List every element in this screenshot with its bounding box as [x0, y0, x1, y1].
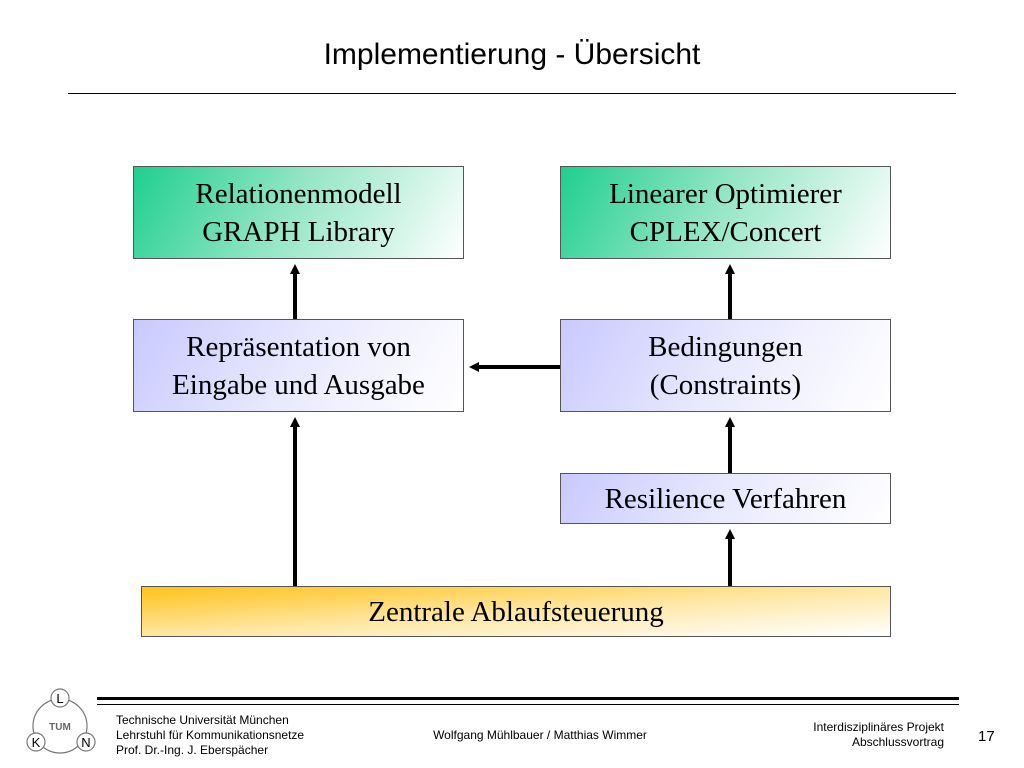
footer-authors: Wolfgang Mühlbauer / Matthias Wimmer: [433, 728, 647, 742]
footer-project-line2: Abschlussvortrag: [851, 735, 944, 749]
footer-project: Interdisziplinäres Projekt Abschlussvort…: [813, 720, 944, 750]
title-divider: [68, 93, 956, 94]
box-linearer-optimierer: Linearer Optimierer CPLEX/Concert: [560, 166, 891, 259]
box-zentrale-label: Zentrale Ablaufsteuerung: [368, 595, 664, 628]
box-zentrale-ablaufsteuerung: Zentrale Ablaufsteuerung: [141, 586, 891, 637]
page-number: 17: [978, 728, 995, 745]
footer-institution-line1: Technische Universität München: [116, 713, 289, 727]
logo-letter-top: L: [56, 691, 63, 706]
box-repraesentation: Repräsentation von Eingabe und Ausgabe: [133, 319, 464, 412]
logo-letter-right: N: [81, 735, 90, 750]
footer-project-line1: Interdisziplinäres Projekt: [813, 720, 944, 734]
box-bedingungen-line1: Bedingungen: [648, 330, 803, 363]
footer-rule-thin: [97, 704, 959, 705]
box-relationenmodell-line2: GRAPH Library: [202, 215, 395, 248]
footer-institution: Technische Universität München Lehrstuhl…: [116, 713, 304, 758]
footer-institution-line2: Lehrstuhl für Kommunikationsnetze: [116, 728, 305, 742]
box-linearer-optimierer-line1: Linearer Optimierer: [609, 177, 842, 210]
box-bedingungen: Bedingungen (Constraints): [560, 319, 891, 412]
box-bedingungen-line2: (Constraints): [649, 368, 802, 401]
footer-institution-line3: Prof. Dr.-Ing. J. Eberspächer: [116, 743, 269, 757]
box-resilience-label: Resilience Verfahren: [604, 482, 847, 515]
lkn-logo: L K N TUM: [26, 688, 96, 754]
box-repraesentation-line2: Eingabe und Ausgabe: [172, 368, 425, 401]
box-relationenmodell: Relationenmodell GRAPH Library: [133, 166, 464, 259]
logo-letter-left: K: [32, 735, 41, 750]
slide-title: Implementierung - Übersicht: [323, 38, 701, 71]
footer-rule-thick: [97, 697, 959, 700]
box-repraesentation-line1: Repräsentation von: [186, 330, 411, 363]
box-resilience: Resilience Verfahren: [560, 473, 891, 524]
logo-letter-center: TUM: [49, 722, 71, 733]
box-relationenmodell-line1: Relationenmodell: [195, 177, 402, 210]
box-linearer-optimierer-line2: CPLEX/Concert: [629, 215, 822, 248]
